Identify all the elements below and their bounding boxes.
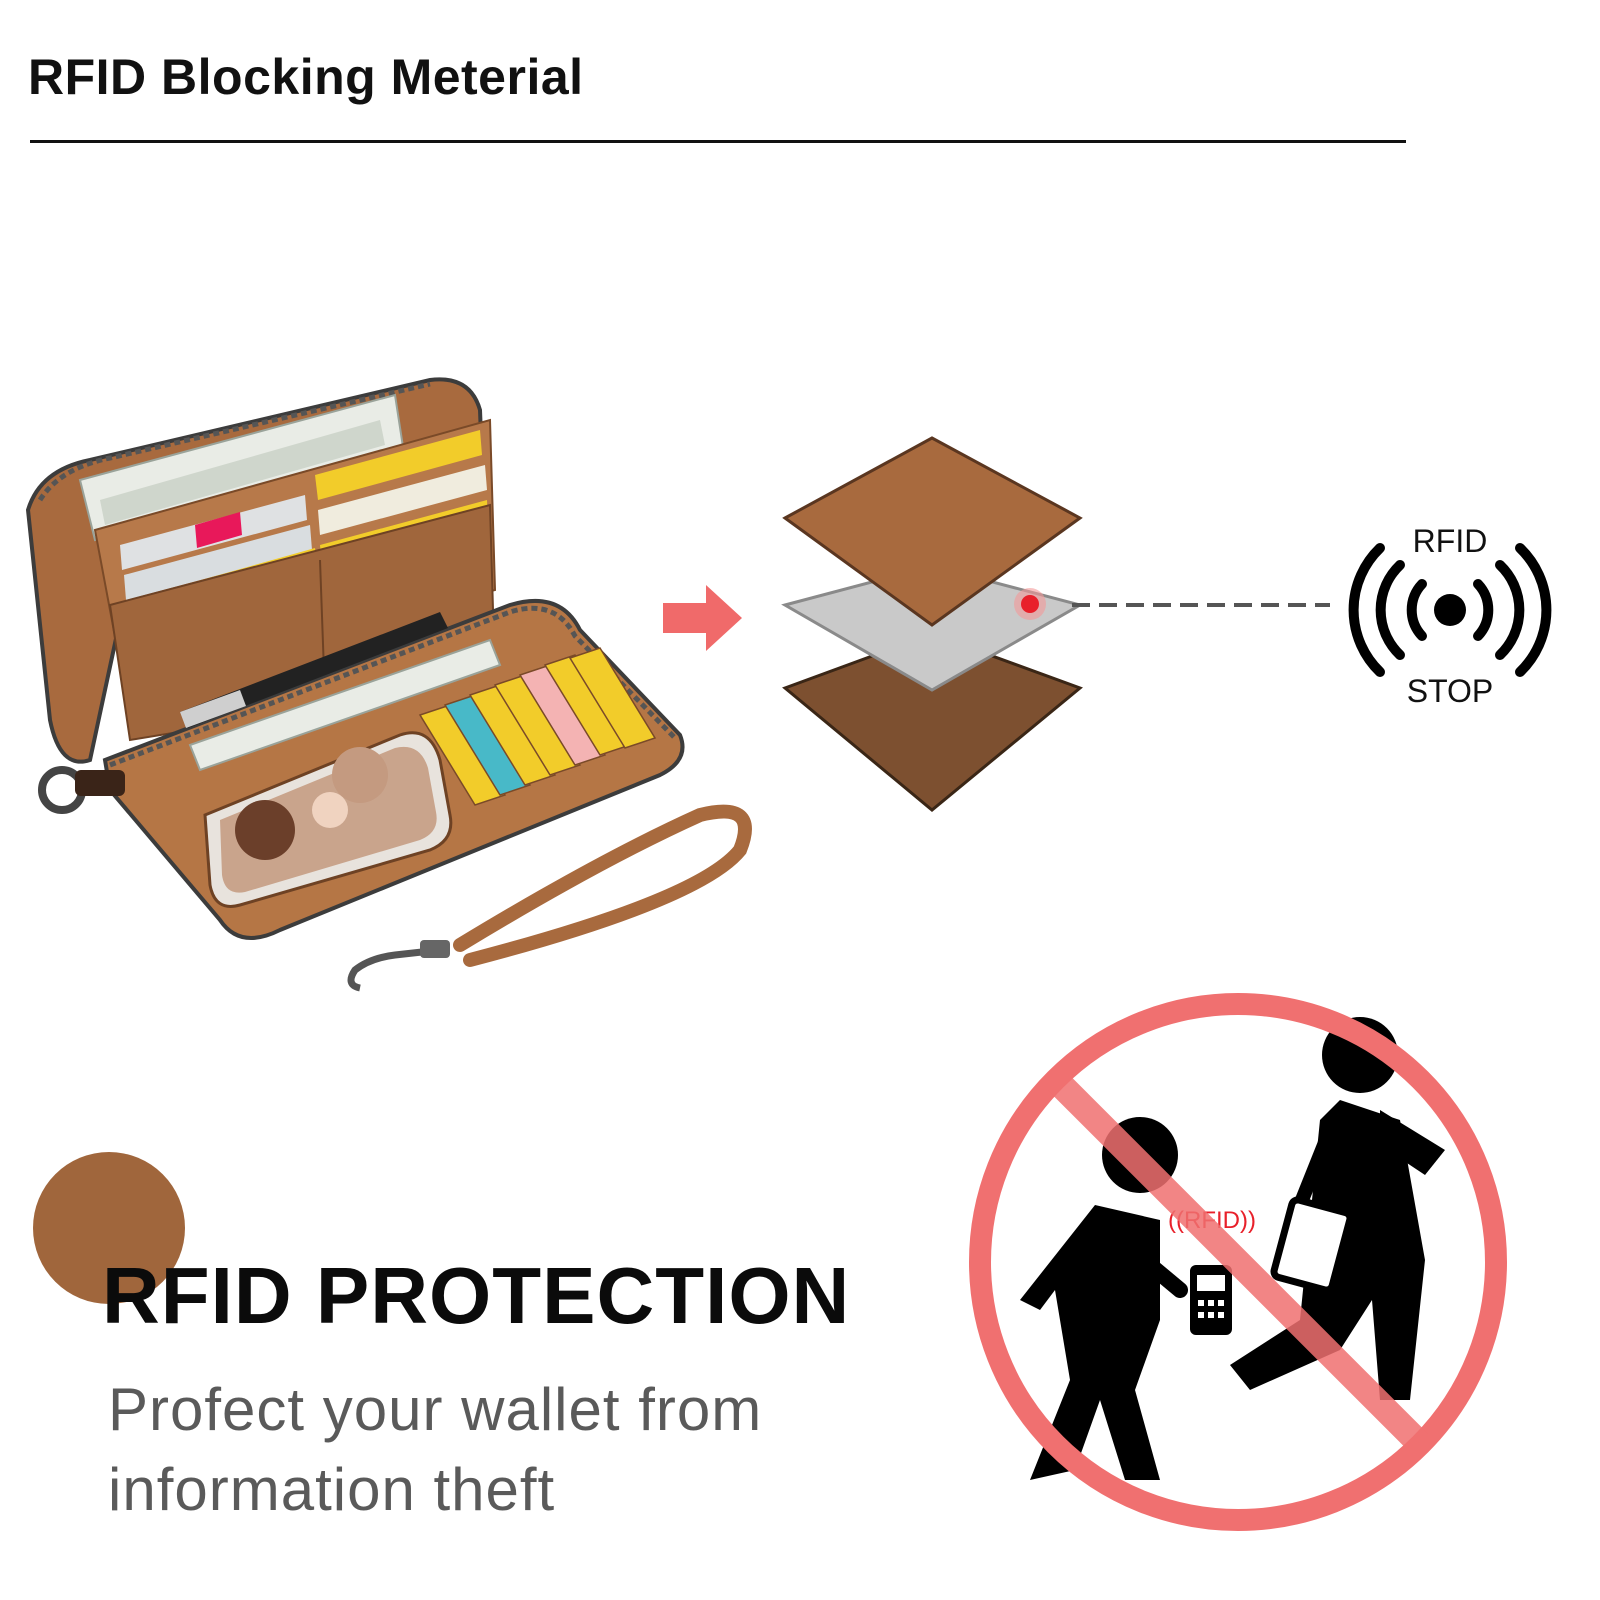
rfid-badge-bottom-label: STOP bbox=[1407, 673, 1494, 709]
accent-circle bbox=[33, 1152, 185, 1304]
wallet-illustration bbox=[25, 377, 752, 992]
rfid-stop-icon: RFID STOP bbox=[1348, 523, 1552, 709]
protection-title: RFID PROTECTION bbox=[102, 1251, 851, 1340]
title-divider bbox=[30, 140, 1406, 143]
right-arrow-icon bbox=[663, 585, 742, 651]
protection-subtitle: Profect your wallet from information the… bbox=[108, 1376, 763, 1523]
no-theft-icon: ((RFID)) bbox=[969, 993, 1507, 1531]
rfid-badge-top-label: RFID bbox=[1413, 523, 1488, 559]
page-title: RFID Blocking Meterial bbox=[28, 49, 584, 105]
material-layers-icon bbox=[781, 436, 1330, 812]
